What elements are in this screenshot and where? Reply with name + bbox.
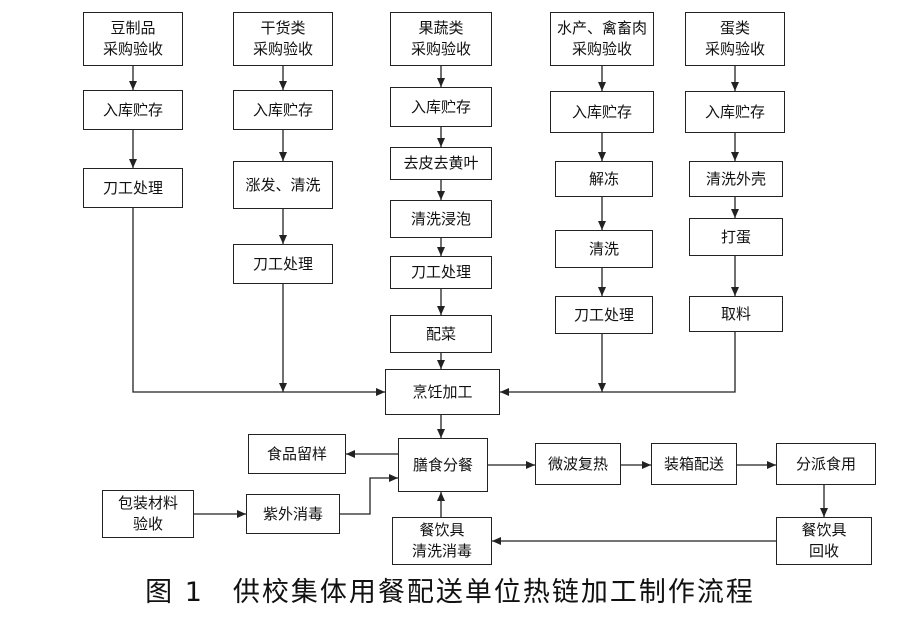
node-veg-wash: 清洗浸泡: [390, 200, 492, 238]
node-uv: 紫外消毒: [246, 494, 340, 534]
node-cooking: 烹饪加工: [385, 369, 500, 415]
node-meat-cut: 刀工处理: [555, 296, 653, 334]
node-egg-take: 取料: [689, 296, 783, 332]
node-meat-storage: 入库贮存: [550, 91, 654, 133]
node-dry-purchase: 干货类 采购验收: [233, 12, 333, 66]
node-veg-cut: 刀工处理: [390, 256, 492, 289]
node-dry-soak: 涨发、清洗: [233, 161, 333, 209]
node-microwave: 微波复热: [535, 443, 621, 485]
flow-arrow: [340, 474, 398, 515]
node-boxing: 装箱配送: [651, 443, 737, 485]
node-dry-cut: 刀工处理: [233, 244, 333, 284]
node-portion: 膳食分餐: [398, 438, 488, 492]
node-tableware-clean: 餐饮具 清洗消毒: [392, 517, 492, 565]
node-egg-storage: 入库贮存: [685, 91, 785, 133]
node-egg-purchase: 蛋类 采购验收: [685, 12, 785, 66]
node-meat-purchase: 水产、禽畜肉 采购验收: [550, 12, 654, 66]
node-veg-storage: 入库贮存: [390, 87, 492, 127]
node-meat-thaw: 解冻: [555, 161, 653, 197]
flow-arrow: [500, 332, 736, 396]
node-dry-storage: 入库贮存: [233, 90, 333, 130]
node-veg-peel: 去皮去黄叶: [390, 147, 492, 180]
node-veg-purchase: 果蔬类 采购验收: [390, 12, 492, 66]
node-packing-check: 包装材料 验收: [102, 490, 194, 538]
node-veg-mix: 配菜: [390, 315, 492, 353]
node-meat-wash: 清洗: [555, 230, 653, 268]
node-egg-crack: 打蛋: [689, 218, 783, 256]
node-sample: 食品留样: [248, 434, 346, 474]
node-doufu-cut: 刀工处理: [83, 168, 183, 208]
figure-caption: 图 1 供校集体用餐配送单位热链加工制作流程: [145, 577, 755, 608]
node-tableware-return: 餐饮具 回收: [776, 517, 872, 565]
node-distribute: 分派食用: [776, 443, 876, 485]
flow-arrow: [132, 208, 385, 396]
node-doufu-purchase: 豆制品 采购验收: [83, 12, 183, 66]
node-doufu-storage: 入库贮存: [83, 90, 183, 130]
node-egg-wash: 清洗外壳: [689, 161, 783, 197]
